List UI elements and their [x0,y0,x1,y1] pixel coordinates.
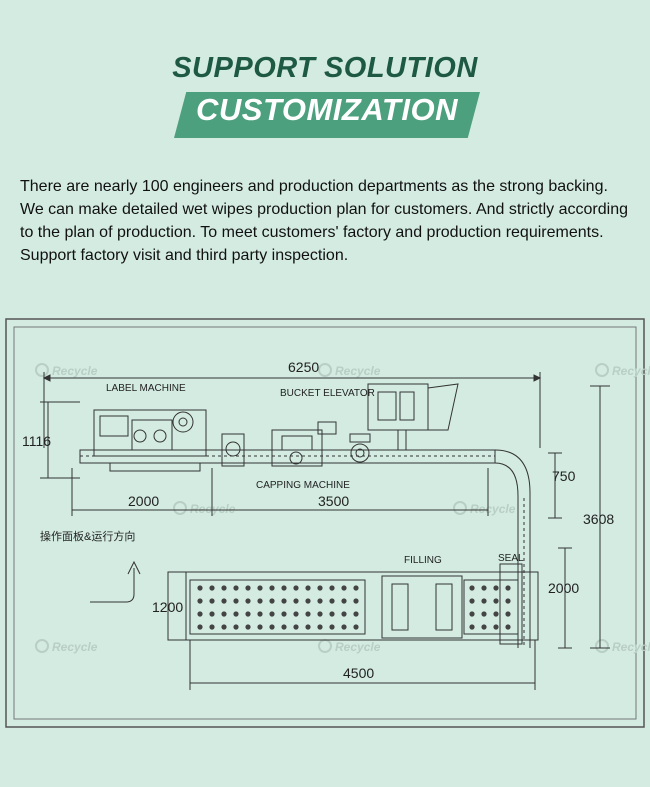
watermark-group: Recycle Recycle Recycle Recycle Recycle … [35,363,650,654]
curved-conveyor [494,449,531,648]
dim-1116: 1116 [22,433,51,449]
bucket-elevator [367,383,429,431]
capping-machine [271,429,323,467]
outer-border [5,318,645,728]
dim-4500: 4500 [343,665,374,681]
page-title: SUPPORT SOLUTION [172,52,478,84]
bucket-elevator-label: BUCKET ELEVATOR [280,388,375,399]
capping-unit-1 [221,433,245,467]
dim-6250: 6250 [288,359,319,375]
dim-750: 750 [552,468,576,484]
filling-line [167,571,539,641]
watermark-2: Recycle [335,364,381,378]
direction-arrow [90,568,135,603]
dim-3608: 3608 [583,511,614,527]
inner-border [13,326,637,720]
filling-machine [381,575,463,639]
watermark-4: Recycle [190,502,236,516]
plate-dots [197,585,511,630]
layout-drawing: Recycle Recycle Recycle Recycle Recycle … [5,318,650,728]
dim-1200: 1200 [152,599,183,615]
seal-unit [499,563,523,645]
dim-3500: 3500 [318,493,349,509]
watermark-5: Recycle [470,502,516,516]
conveyor-plates-left [189,579,366,635]
conveyor-plates-right [463,579,519,635]
dim-2000-right: 2000 [548,580,579,596]
watermark-8: Recycle [612,640,650,654]
watermark-1: Recycle [52,364,98,378]
label-machine [93,409,207,457]
label-machine-label: LABEL MACHINE [106,383,186,394]
watermark-7: Recycle [335,640,381,654]
watermark-3: Recycle [612,364,650,378]
banner-text: CUSTOMIZATION [196,92,458,127]
customization-banner: CUSTOMIZATION [174,92,480,138]
dim-2000: 2000 [128,493,159,509]
panel-direction-label: 操作面板&运行方向 [40,529,135,543]
seal-label: SEAL [498,553,524,564]
filling-label: FILLING [404,555,442,566]
description-text: There are nearly 100 engineers and produ… [20,178,628,264]
layout-diagram: Recycle Recycle Recycle Recycle Recycle … [0,318,650,728]
watermark-6: Recycle [52,640,98,654]
star-wheel [350,443,370,463]
capping-machine-label: CAPPING MACHINE [256,480,350,491]
